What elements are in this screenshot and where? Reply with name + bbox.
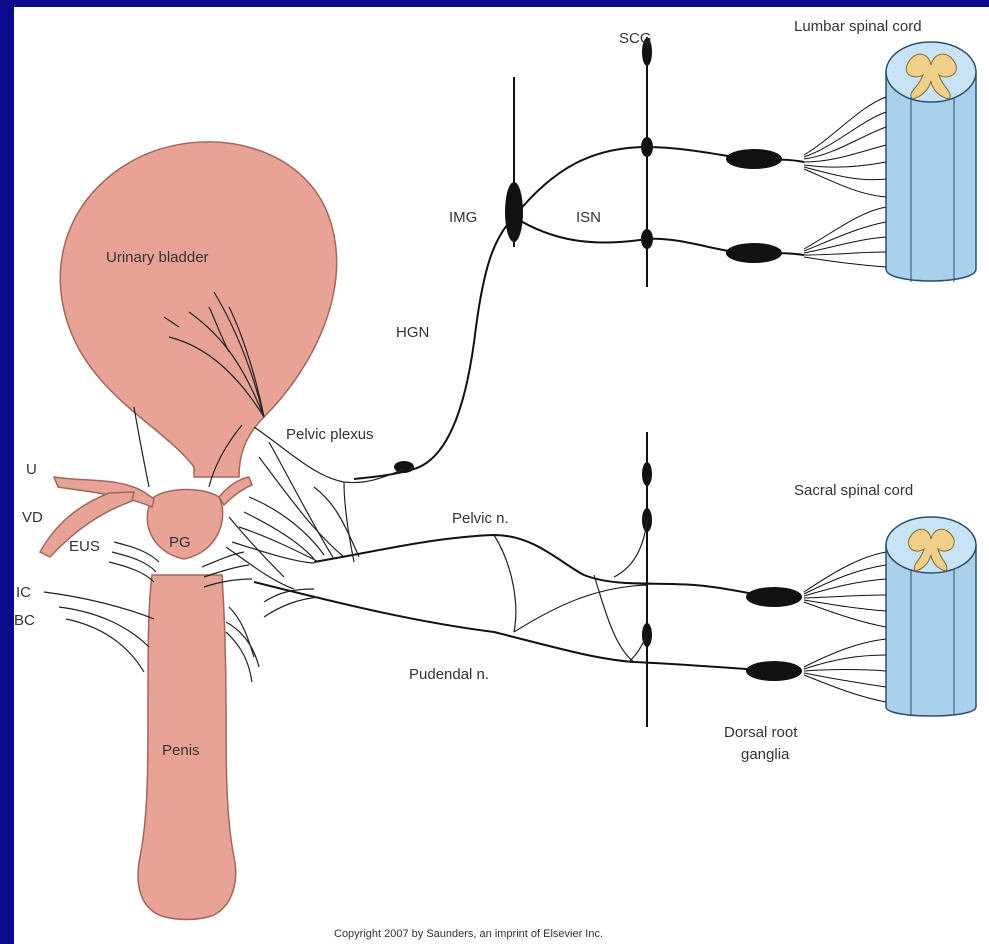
img-label: IMG <box>449 209 477 226</box>
vd-label: VD <box>22 509 43 526</box>
lumbar-roots <box>804 97 886 267</box>
pelvic-plexus-network <box>226 427 404 657</box>
sacral-spinal-cord <box>886 517 976 716</box>
lumbar-spinal-cord <box>886 42 976 282</box>
ic-label: IC <box>16 584 31 601</box>
isn-label: ISN <box>576 209 601 226</box>
lumbar-cord-label: Lumbar spinal cord <box>794 18 922 35</box>
drg-label-line2: ganglia <box>741 746 790 763</box>
bc-label: BC <box>14 612 35 629</box>
sacral-roots <box>804 552 886 702</box>
pelvic-plexus-label: Pelvic plexus <box>286 426 374 443</box>
pudendal-n-label: Pudendal n. <box>409 666 489 683</box>
eus-label: EUS <box>69 538 100 555</box>
pelvic-and-pudendal-nerves <box>254 520 774 671</box>
ganglia <box>394 38 802 681</box>
drg-label-line1: Dorsal root <box>724 724 798 741</box>
sacral-cord-label: Sacral spinal cord <box>794 482 913 499</box>
scg-label: SCG <box>619 30 652 47</box>
u-label: U <box>26 461 37 478</box>
copyright-text: Copyright 2007 by Saunders, an imprint o… <box>334 928 603 940</box>
penis-label: Penis <box>162 742 200 759</box>
diagram-frame: SCG Lumbar spinal cord IMG ISN Urinary b… <box>14 7 989 944</box>
bladder-label: Urinary bladder <box>106 249 209 266</box>
hgn-label: HGN <box>396 324 429 341</box>
anatomy-diagram: SCG Lumbar spinal cord IMG ISN Urinary b… <box>14 7 989 944</box>
pg-label: PG <box>169 534 191 551</box>
pelvic-n-label: Pelvic n. <box>452 510 509 527</box>
